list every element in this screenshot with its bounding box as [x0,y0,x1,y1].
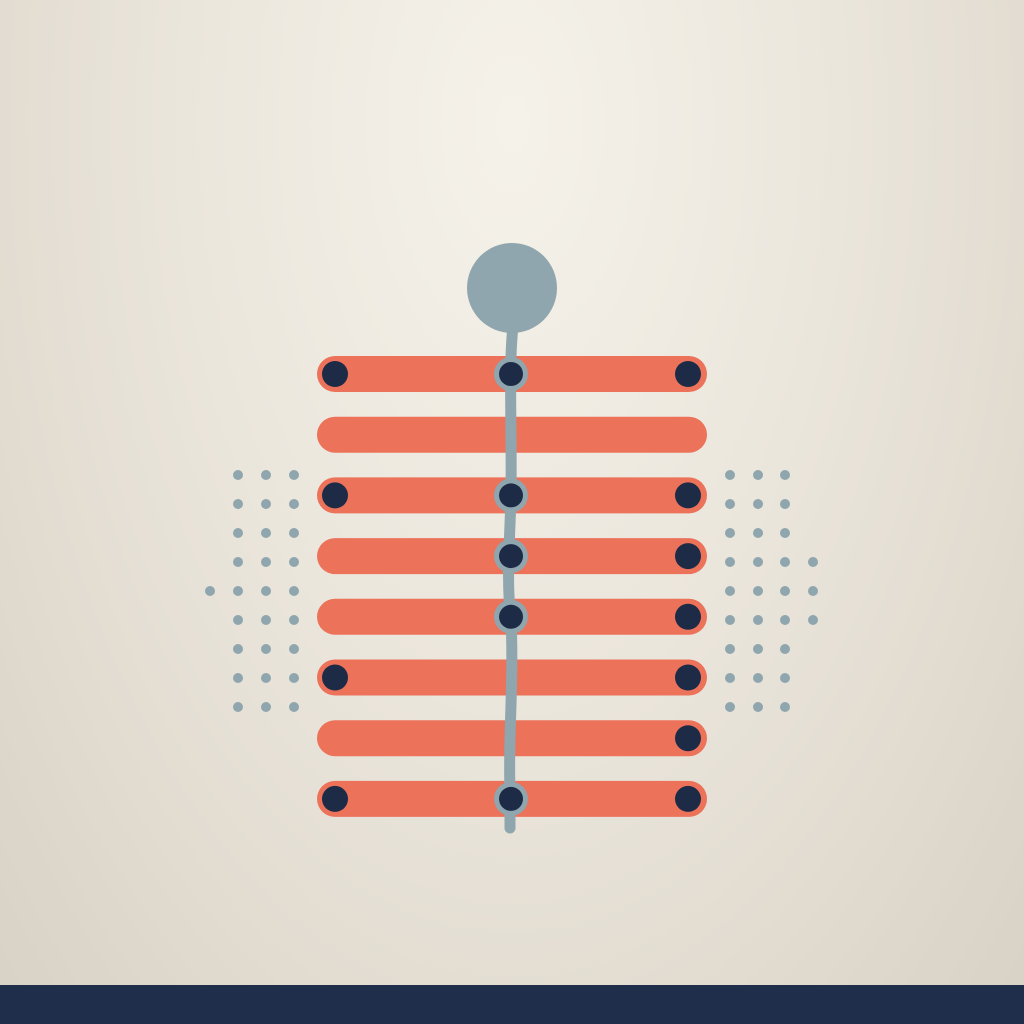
grid-dot [725,615,735,625]
node-dot-right [675,785,701,812]
grid-dot [289,702,299,712]
grid-dot [780,702,790,712]
grid-dot [233,586,243,596]
dot-grid-left [205,470,299,712]
grid-dot [261,499,271,509]
grid-dot [725,673,735,683]
node-dot-right [675,603,701,630]
center-nodes [494,357,528,816]
grid-dot [725,528,735,538]
grid-dot [780,673,790,683]
node-dot-right [675,482,701,509]
grid-dot [289,586,299,596]
grid-dot [753,470,763,480]
grid-dot [233,673,243,683]
grid-dot [261,615,271,625]
dot-grid-right [725,470,818,712]
node-dot-left [322,361,348,387]
grid-dot [289,644,299,654]
grid-dot [233,499,243,509]
grid-dot [753,615,763,625]
grid-dot [289,499,299,509]
grid-dot [725,586,735,596]
center-node-dot [499,362,523,386]
center-node-dot [499,483,523,508]
grid-dot [780,557,790,567]
grid-dot [205,586,215,596]
grid-dot [289,673,299,683]
grid-dot [261,586,271,596]
node-dot-right [675,361,701,387]
grid-dot [261,528,271,538]
grid-dot [808,557,818,567]
grid-dot [261,702,271,712]
grid-dot [780,528,790,538]
footer-bar [0,985,1024,1024]
grid-dot [725,557,735,567]
grid-dot [753,499,763,509]
grid-dot [753,644,763,654]
grid-dot [753,557,763,567]
grid-dot [780,499,790,509]
grid-dot [261,470,271,480]
grid-dot [261,673,271,683]
grid-dot [261,644,271,654]
grid-dot [233,644,243,654]
grid-dot [753,673,763,683]
node-dot-left [322,785,348,812]
grid-dot [780,470,790,480]
grid-dot [753,528,763,538]
grid-dot [233,615,243,625]
node-dot-right [675,725,701,752]
grid-dot [753,586,763,596]
grid-dot [289,557,299,567]
node-dot-left [322,482,348,509]
grid-dot [261,557,271,567]
grid-dot [780,644,790,654]
node-dot-right [675,664,701,691]
grid-dot [233,528,243,538]
node-dot-right [675,543,701,570]
grid-dot [780,586,790,596]
grid-dot [808,586,818,596]
grid-dot [289,615,299,625]
node-dot-left [322,664,348,691]
grid-dot [780,615,790,625]
grid-dot [233,557,243,567]
grid-dot [725,499,735,509]
grid-dot [725,470,735,480]
grid-dot [725,702,735,712]
center-node-dot [499,544,523,569]
grid-dot [725,644,735,654]
grid-dot [753,702,763,712]
grid-dot [233,702,243,712]
grid-dot [808,615,818,625]
grid-dot [289,470,299,480]
knob-circle [467,243,557,333]
grid-dot [233,470,243,480]
center-node-dot [499,786,523,811]
center-node-dot [499,604,523,629]
grid-dot [289,528,299,538]
